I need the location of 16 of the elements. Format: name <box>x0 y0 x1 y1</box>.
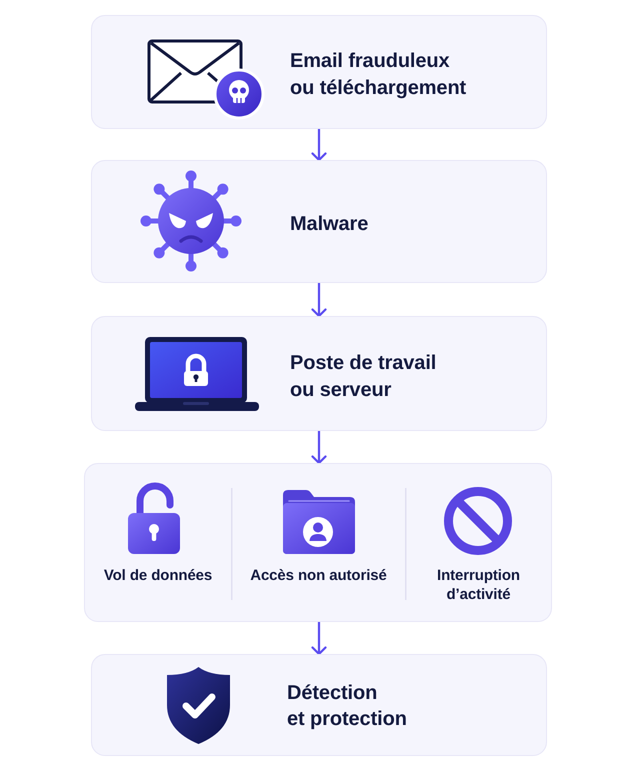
step-label: Malware <box>290 212 368 237</box>
step-label: Détection et protection <box>287 681 407 732</box>
step-card <box>91 316 547 431</box>
impact-label: Accès non autorisé <box>250 566 387 585</box>
step-label: Poste de travail ou serveur <box>290 351 436 403</box>
impact-label: Interruption d’activité <box>437 566 520 604</box>
step-card <box>91 15 547 129</box>
step-label: Email frauduleux ou téléchargement <box>290 49 466 101</box>
arrow <box>311 620 327 656</box>
impact-label: Vol de données <box>104 566 212 585</box>
impacts-panel <box>84 463 552 622</box>
step-card <box>91 654 547 756</box>
step-card <box>91 160 547 283</box>
arrow <box>311 282 327 318</box>
arrow <box>311 430 327 464</box>
arrow <box>311 128 327 162</box>
